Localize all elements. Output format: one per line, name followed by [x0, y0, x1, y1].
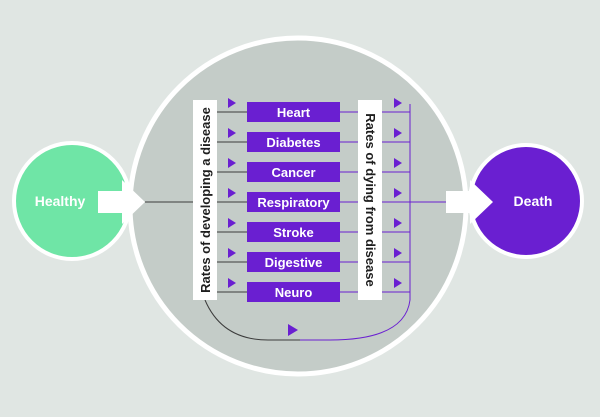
developing-rate-label: Rates of developing a disease	[198, 107, 213, 293]
onset-arrowhead-stroke	[228, 218, 236, 228]
disease-label-digestive: Digestive	[265, 255, 323, 270]
onset-arrowhead-digestive	[228, 248, 236, 258]
onset-arrowhead-respiratory	[228, 188, 236, 198]
disease-box-cancer	[247, 162, 340, 182]
dying-rate-label: Rates of dying from disease	[363, 113, 378, 286]
death-label: Death	[514, 193, 553, 209]
disease-label-diabetes: Diabetes	[266, 135, 320, 150]
death-arrowhead-cancer	[394, 158, 402, 168]
disease-box-stroke	[247, 222, 340, 242]
death-arrowhead-heart	[394, 98, 402, 108]
developing-rate-bar	[193, 100, 217, 300]
disease-label-cancer: Cancer	[271, 165, 315, 180]
no-disease-path	[204, 299, 300, 341]
disease-label-respiratory: Respiratory	[257, 195, 330, 210]
disease-box-respiratory	[247, 192, 340, 212]
onset-arrowhead-neuro	[228, 278, 236, 288]
onset-arrowhead-diabetes	[228, 128, 236, 138]
death-arrowhead-stroke	[394, 218, 402, 228]
disease-label-stroke: Stroke	[273, 225, 313, 240]
onset-arrowhead-heart	[228, 98, 236, 108]
disease-label-neuro: Neuro	[275, 285, 313, 300]
disease-box-digestive	[247, 252, 340, 272]
onset-arrowhead-cancer	[228, 158, 236, 168]
disease-box-diabetes	[247, 132, 340, 152]
death-arrowhead-diabetes	[394, 128, 402, 138]
death-arrowhead-neuro	[394, 278, 402, 288]
healthy-label: Healthy	[35, 193, 86, 209]
disease-label-heart: Heart	[277, 105, 311, 120]
death-arrow	[446, 180, 493, 224]
disease-rows: HeartDiabetesCancerRespiratoryStrokeDige…	[217, 98, 410, 302]
death-arrowhead-respiratory	[394, 188, 402, 198]
no-disease-path-purple	[300, 299, 411, 341]
healthy-arrow	[98, 180, 145, 224]
disease-box-heart	[247, 102, 340, 122]
dying-rate-bar	[358, 100, 382, 300]
death-arrowhead-digestive	[394, 248, 402, 258]
disease-box-neuro	[247, 282, 340, 302]
no-disease-arrowhead	[288, 324, 298, 336]
